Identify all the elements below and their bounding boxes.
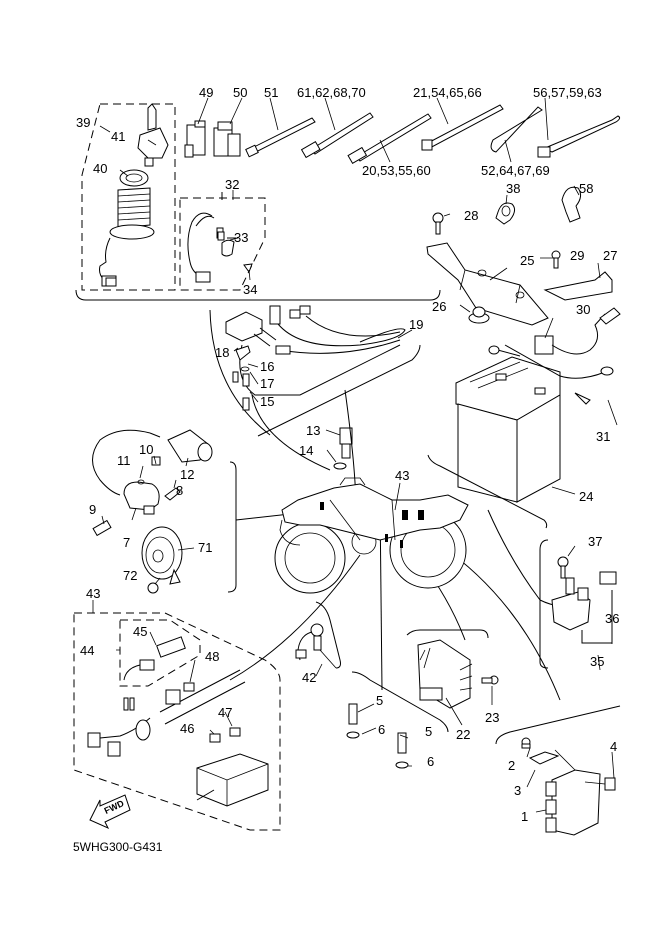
- callout-27: 27: [603, 248, 618, 263]
- callout-23: 23: [485, 710, 500, 725]
- cable-ties: [245, 104, 621, 165]
- callout-14: 14: [299, 443, 314, 458]
- control-unit: [521, 737, 616, 836]
- callout-11: 11: [117, 453, 131, 468]
- callout-2: 2: [508, 758, 516, 773]
- callout-38: 38: [506, 181, 521, 196]
- callout-26: 26: [432, 299, 447, 314]
- clamps: [495, 186, 582, 225]
- drawing-code: 5WHG300-G431: [73, 840, 163, 854]
- callout-1: 1: [521, 809, 529, 824]
- callout-20-53-55-60: 20,53,55,60: [362, 163, 431, 178]
- wire-harness-kit: [73, 612, 281, 831]
- callout-5a: 5: [376, 693, 384, 708]
- callout-28: 28: [464, 208, 479, 223]
- atv-illustration: [274, 477, 469, 594]
- callout-36: 36: [605, 611, 620, 626]
- battery: [455, 307, 621, 503]
- callout-4: 4: [610, 739, 618, 754]
- coupler-parts: [184, 120, 241, 158]
- callout-25: 25: [520, 253, 535, 268]
- callout-8: 8: [176, 483, 184, 498]
- callout-7: 7: [123, 535, 131, 550]
- callout-18: 18: [215, 345, 230, 360]
- callout-24: 24: [579, 489, 594, 504]
- callout-44: 44: [80, 643, 95, 658]
- neutral-switch: [295, 623, 337, 669]
- callout-17: 17: [260, 376, 275, 391]
- battery-bracket: [426, 212, 613, 326]
- callout-9: 9: [89, 502, 97, 517]
- top-group-bracket: [75, 289, 441, 301]
- callout-5b: 5: [425, 724, 433, 739]
- ignition-coil: [92, 429, 213, 537]
- callout-37: 37: [588, 534, 603, 549]
- callout-33: 33: [234, 230, 249, 245]
- callout-42: 42: [302, 670, 317, 685]
- callout-19: 19: [409, 317, 424, 332]
- callout-leaders: [92, 97, 618, 813]
- fwd-arrow-icon: [89, 794, 131, 830]
- callout-31: 31: [596, 429, 611, 444]
- callout-58: 58: [579, 181, 594, 196]
- callout-51: 51: [264, 85, 279, 100]
- callout-50: 50: [233, 85, 248, 100]
- main-switch-assembly: [81, 103, 176, 291]
- callout-6a: 6: [378, 722, 386, 737]
- callout-48: 48: [205, 649, 220, 664]
- callout-47: 47: [218, 705, 233, 720]
- callout-15: 15: [260, 394, 275, 409]
- callout-30: 30: [576, 302, 591, 317]
- callout-56-57-59-63: 56,57,59,63: [533, 85, 602, 100]
- callout-13: 13: [306, 423, 321, 438]
- callout-61-62-68-70: 61,62,68,70: [297, 85, 366, 100]
- rectifier-regulator: [417, 639, 499, 709]
- callout-35: 35: [590, 654, 605, 669]
- callout-21-54-65-66: 21,54,65,66: [413, 85, 482, 100]
- callout-32: 32: [225, 177, 240, 192]
- callout-71: 71: [198, 540, 213, 555]
- callout-6b: 6: [427, 754, 435, 769]
- callout-40: 40: [93, 161, 108, 176]
- callout-45: 45: [133, 624, 148, 639]
- callout-43-atv: 43: [395, 468, 410, 483]
- callout-34: 34: [243, 282, 258, 297]
- callout-29: 29: [570, 248, 585, 263]
- callout-3: 3: [514, 783, 522, 798]
- starter-relay: [551, 556, 617, 644]
- callout-49: 49: [199, 85, 214, 100]
- indicator-light-assembly: [179, 192, 266, 291]
- callout-22: 22: [456, 727, 471, 742]
- wire-harness: [209, 305, 421, 470]
- callout-46: 46: [180, 721, 195, 736]
- callout-10: 10: [139, 442, 154, 457]
- callout-12: 12: [180, 467, 195, 482]
- callout-72: 72: [123, 568, 138, 583]
- horn: [141, 526, 183, 594]
- callout-39: 39: [76, 115, 91, 130]
- callout-41: 41: [111, 129, 126, 144]
- callout-16: 16: [260, 359, 275, 374]
- bolts-and-washers: [346, 703, 409, 769]
- callout-43-kit: 43: [86, 586, 101, 601]
- callout-52-64-67-69: 52,64,67,69: [481, 163, 550, 178]
